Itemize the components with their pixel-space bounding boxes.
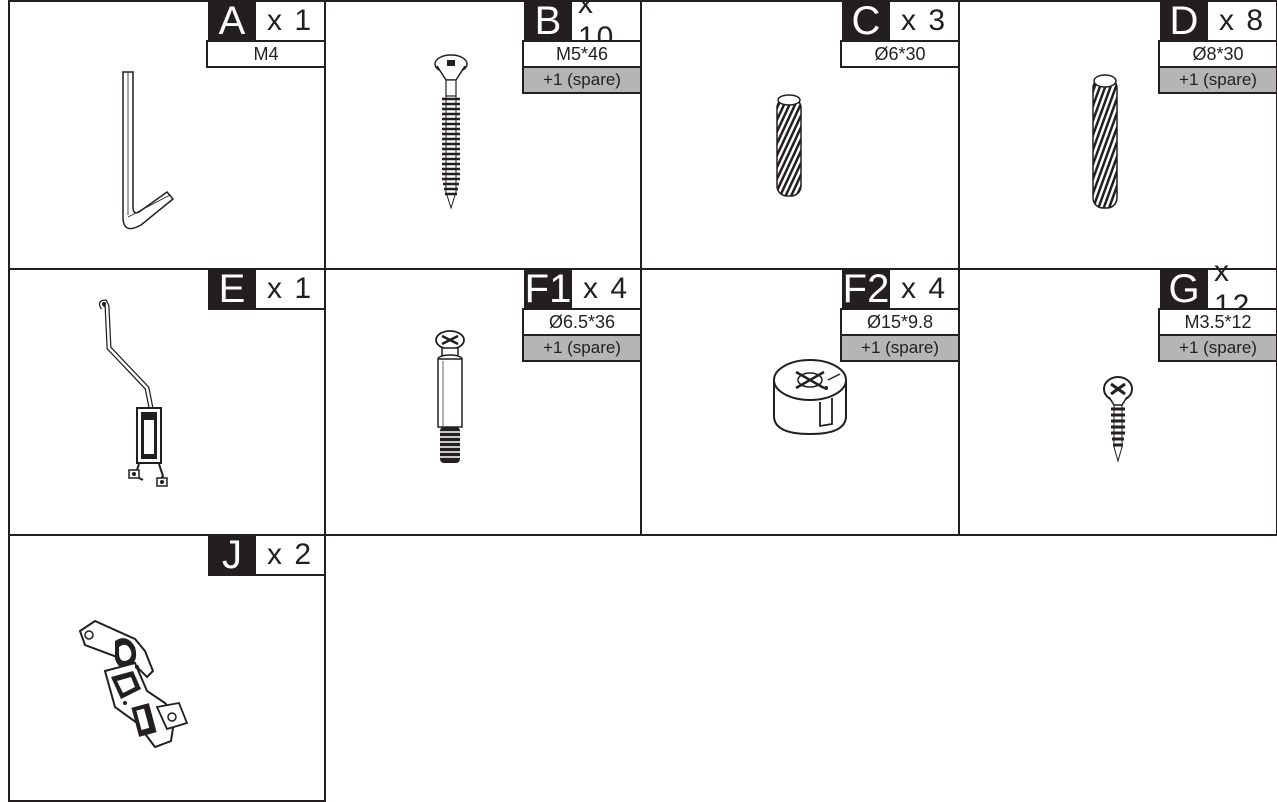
part-letter: G <box>1160 268 1208 310</box>
part-letter: D <box>1160 0 1208 42</box>
part-cell-c: C x 3 Ø6*30 <box>640 0 960 270</box>
spare-note: +1 (spare) <box>522 334 642 362</box>
part-spec: M4 <box>206 40 326 68</box>
part-tag: E x 1 <box>208 268 326 310</box>
part-letter: E <box>208 268 256 310</box>
spare-note: +1 (spare) <box>840 334 960 362</box>
part-spec: Ø8*30 <box>1158 40 1277 68</box>
part-letter: F1 <box>524 268 572 310</box>
part-quantity: x 4 <box>890 268 960 310</box>
part-tag: J x 2 <box>208 534 326 576</box>
part-quantity: x 8 <box>1208 0 1277 42</box>
dowel-icon <box>772 92 806 202</box>
part-spec: Ø15*9.8 <box>840 308 960 336</box>
part-tag: F2 x 4 <box>842 268 960 310</box>
part-tag: A x 1 <box>208 0 326 42</box>
part-cell-e: E x 1 <box>8 268 326 536</box>
part-spec: Ø6*30 <box>840 40 960 68</box>
part-letter: J <box>208 534 256 576</box>
spare-note: +1 (spare) <box>522 66 642 94</box>
part-tag: B x 10 <box>524 0 642 42</box>
bracket-icon <box>85 298 185 493</box>
part-cell-g: G x 12 M3.5*12 +1 (spare) <box>958 268 1277 536</box>
part-quantity: x 4 <box>572 268 642 310</box>
part-spec: Ø6.5*36 <box>522 308 642 336</box>
part-letter: B <box>524 0 572 42</box>
part-quantity: x 3 <box>890 0 960 42</box>
part-cell-f2: F2 x 4 Ø15*9.8 +1 (spare) <box>640 268 960 536</box>
spare-note: +1 (spare) <box>1158 334 1277 362</box>
part-cell-b: B x 10 M5*46 +1 (spare) <box>324 0 642 270</box>
spare-note: +1 (spare) <box>1158 66 1277 94</box>
part-cell-a: A x 1 M4 <box>8 0 326 270</box>
part-cell-f1: F1 x 4 Ø6.5*36 +1 (spare) <box>324 268 642 536</box>
dowel-icon <box>1088 72 1122 212</box>
hinge-icon <box>75 611 205 761</box>
part-quantity: x 10 <box>572 0 642 42</box>
part-tag: F1 x 4 <box>524 268 642 310</box>
part-quantity: x 1 <box>256 0 326 42</box>
part-quantity: x 1 <box>256 268 326 310</box>
part-spec: M5*46 <box>522 40 642 68</box>
cam-lock-icon <box>770 350 850 440</box>
part-quantity: x 2 <box>256 534 326 576</box>
part-cell-j: J x 2 <box>8 534 326 802</box>
part-tag: C x 3 <box>842 0 960 42</box>
part-quantity: x 12 <box>1208 268 1277 310</box>
part-spec: M3.5*12 <box>1158 308 1277 336</box>
allen-key-icon <box>105 67 185 237</box>
wood-screw-icon <box>426 52 476 212</box>
small-screw-icon <box>1098 375 1138 465</box>
part-letter: C <box>842 0 890 42</box>
part-letter: A <box>208 0 256 42</box>
cam-bolt-icon <box>426 328 474 468</box>
part-letter: F2 <box>842 268 890 310</box>
part-cell-d: D x 8 Ø8*30 +1 (spare) <box>958 0 1277 270</box>
part-tag: D x 8 <box>1160 0 1277 42</box>
part-tag: G x 12 <box>1160 268 1277 310</box>
